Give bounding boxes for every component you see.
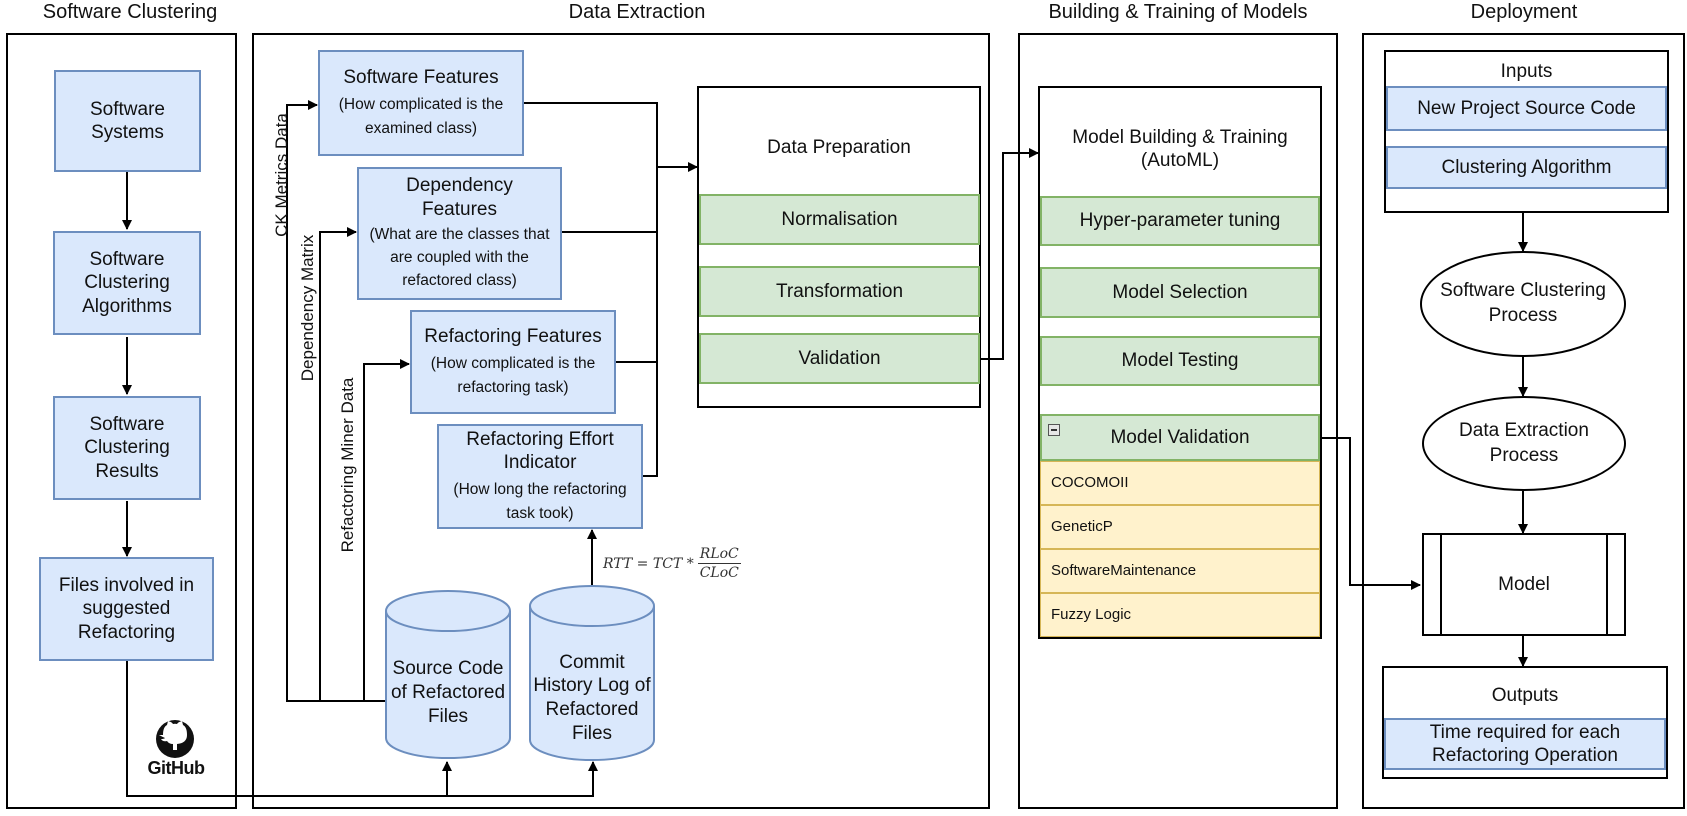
dependency-features-desc: (What are the classes that are coupled w… bbox=[369, 225, 550, 290]
validation-item-geneticp: GeneticP bbox=[1040, 505, 1320, 549]
software-features-desc: (How complicated is the examined class) bbox=[338, 96, 504, 137]
panel-title-clustering: Software Clustering bbox=[42, 1, 218, 23]
panel-title-extraction: Data Extraction bbox=[568, 1, 706, 23]
validation-item-softwaremaintenance: SoftwareMaintenance bbox=[1040, 549, 1320, 593]
panel-building bbox=[1018, 33, 1338, 809]
software-features-title: Software Features bbox=[343, 67, 499, 89]
output-time-required: Time required for each Refactoring Opera… bbox=[1384, 718, 1666, 770]
validation-item-cocomoii: COCOMOII bbox=[1040, 461, 1320, 505]
transformation-step: Transformation bbox=[699, 266, 980, 317]
refactoring-features-box: Refactoring Features (How complicated is… bbox=[410, 310, 616, 414]
normalisation-step: Normalisation bbox=[699, 194, 980, 245]
refactoring-features-title: Refactoring Features bbox=[424, 326, 602, 348]
model-box: Model bbox=[1422, 533, 1626, 636]
outputs-title: Outputs bbox=[1491, 685, 1559, 706]
collapse-minus-icon[interactable] bbox=[1048, 424, 1060, 436]
rtt-formula: RTT = TCT * RLoC CLoC bbox=[603, 545, 741, 582]
dependency-features-box: Dependency Features (What are the classe… bbox=[357, 167, 562, 300]
arrow-ck-metrics bbox=[286, 100, 386, 702]
data-preparation-title: Data Preparation bbox=[767, 137, 911, 158]
arrow-dependency-matrix bbox=[319, 227, 357, 701]
model-selection-step: Model Selection bbox=[1040, 267, 1320, 318]
model-validation-header: Model Validation bbox=[1040, 414, 1320, 461]
software-clustering-process: Software Clustering Process bbox=[1420, 251, 1626, 357]
formula-numerator: RLoC bbox=[697, 546, 741, 564]
refactoring-features-desc: (How complicated is the refactoring task… bbox=[430, 355, 596, 396]
source-code-db-label: Source Code of Refactored Files bbox=[390, 658, 506, 727]
arrow-refactoring-miner bbox=[363, 359, 410, 701]
ck-metrics-label: CK Metrics Data bbox=[272, 113, 291, 237]
arrow-files-to-commit-db bbox=[126, 661, 598, 797]
software-clustering-algorithms-box: Software Clustering Algorithms bbox=[53, 231, 201, 335]
model-label: Model bbox=[1498, 573, 1550, 595]
model-left-bar bbox=[1440, 533, 1442, 636]
software-clustering-results-box: Software Clustering Results bbox=[53, 396, 201, 500]
input-new-project-source-code: New Project Source Code bbox=[1386, 86, 1667, 131]
model-testing-step: Model Testing bbox=[1040, 336, 1320, 386]
source-code-cylinder-top bbox=[385, 590, 511, 632]
github-icon bbox=[156, 720, 194, 758]
panel-title-deployment: Deployment bbox=[1470, 1, 1578, 23]
hyper-parameter-tuning-step: Hyper-parameter tuning bbox=[1040, 196, 1320, 246]
panel-title-building: Building & Training of Models bbox=[1048, 1, 1308, 23]
commit-history-cylinder-body bbox=[529, 606, 655, 761]
refactoring-miner-label: Refactoring Miner Data bbox=[338, 377, 357, 553]
model-building-title: Model Building & Training (AutoML) bbox=[1072, 127, 1288, 172]
panel-deployment bbox=[1362, 33, 1685, 809]
arrow-model-validation-to-model bbox=[1320, 437, 1421, 590]
data-extraction-process: Data Extraction Process bbox=[1422, 396, 1626, 491]
effort-indicator-box: Refactoring Effort Indicator (How long t… bbox=[437, 424, 643, 529]
input-clustering-algorithm: Clustering Algorithm bbox=[1386, 146, 1667, 189]
arrow-validation-to-model-building bbox=[980, 148, 1039, 360]
dependency-features-title: Dependency Features bbox=[406, 175, 513, 220]
panel-clustering bbox=[6, 33, 237, 809]
commit-history-cylinder-top bbox=[529, 585, 655, 627]
model-right-bar bbox=[1606, 533, 1608, 636]
formula-denominator: CLoC bbox=[699, 565, 739, 581]
commit-history-db-label: Commit History Log of Refactored Files bbox=[533, 651, 651, 744]
panel-extraction bbox=[252, 33, 990, 809]
software-systems-box: Software Systems bbox=[54, 70, 201, 172]
validation-item-fuzzy-logic: Fuzzy Logic bbox=[1040, 593, 1320, 637]
dependency-matrix-label: Dependency Matrix bbox=[298, 234, 317, 382]
validation-step: Validation bbox=[699, 333, 980, 384]
formula-lhs: RTT = TCT * bbox=[603, 555, 694, 572]
inputs-title: Inputs bbox=[1500, 61, 1553, 82]
effort-indicator-title: Refactoring Effort Indicator bbox=[466, 429, 614, 474]
github-label: GitHub bbox=[147, 758, 206, 778]
source-code-cylinder-body bbox=[385, 611, 511, 759]
software-features-box: Software Features (How complicated is th… bbox=[318, 50, 524, 156]
effort-indicator-desc: (How long the refactoring task took) bbox=[453, 481, 627, 522]
files-involved-box: Files involved in suggested Refactoring bbox=[39, 557, 214, 661]
